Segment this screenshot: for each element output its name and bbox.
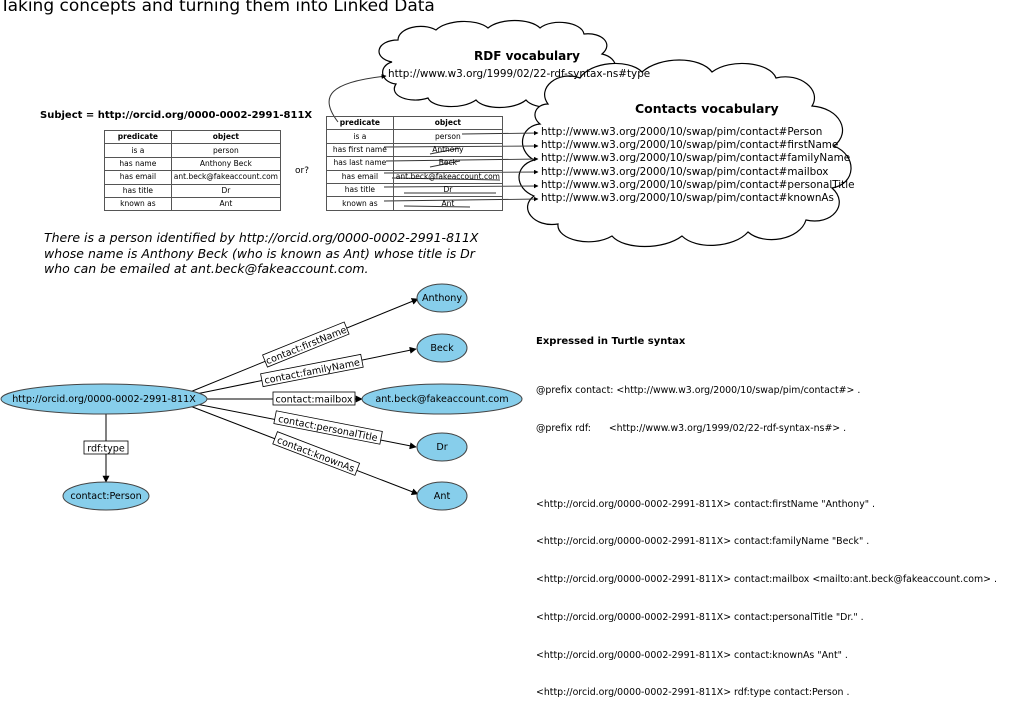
turtle-line: <http://orcid.org/0000-0002-2991-811X> c… <box>536 498 876 510</box>
turtle-line: <http://orcid.org/0000-0002-2991-811X> c… <box>536 611 864 623</box>
turtle-heading: Expressed in Turtle syntax <box>536 336 686 347</box>
rdf-type-uri: http://www.w3.org/1999/02/22-rdf-syntax-… <box>388 68 651 80</box>
subject-line: Subject = http://orcid.org/0000-0002-299… <box>40 110 313 121</box>
graph-nodes <box>0 283 523 511</box>
contact-uri-person: http://www.w3.org/2000/10/swap/pim/conta… <box>541 126 823 138</box>
edge-label-mailbox: contact:mailbox <box>275 395 352 406</box>
node-mailbox[interactable] <box>361 383 523 415</box>
or-label: or? <box>295 166 309 176</box>
cell-predicate: has last name <box>326 156 394 171</box>
cell-object: ant.beck@fakeaccount.com <box>392 169 504 184</box>
node-beck-label: Beck <box>430 343 454 354</box>
node-mailbox-label: ant.beck@fakeaccount.com <box>375 394 508 405</box>
cell-object: Anthony <box>392 142 504 158</box>
cell-predicate: has title <box>326 182 394 198</box>
node-contact-person-label: contact:Person <box>70 491 141 502</box>
contacts-uri-list: http://www.w3.org/2000/10/swap/pim/conta… <box>541 126 855 205</box>
turtle-code: @prefix contact: <http://www.w3.org/2000… <box>536 360 997 713</box>
cell-object: person <box>170 143 282 158</box>
cell-predicate: known as <box>104 196 172 212</box>
node-dr[interactable] <box>416 432 468 462</box>
cell-predicate: has name <box>104 156 172 172</box>
cell-object: ant.beck@fakeaccount.com <box>170 170 282 185</box>
turtle-line: <http://orcid.org/0000-0002-2991-811X> c… <box>536 574 997 586</box>
contacts-vocabulary-title: Contacts vocabulary <box>635 101 779 116</box>
node-contact-person[interactable] <box>62 481 150 511</box>
edge-label-rdf-type: rdf:type <box>87 444 125 455</box>
rdf-vocabulary-title: RDF vocabulary <box>474 49 580 63</box>
turtle-line: <http://orcid.org/0000-0002-2991-811X> c… <box>536 649 848 661</box>
cell-predicate: has title <box>104 183 172 198</box>
natural-language-sentence: There is a person identified by http://o… <box>44 230 479 276</box>
contact-uri-knownas: http://www.w3.org/2000/10/swap/pim/conta… <box>541 192 834 205</box>
header-predicate: predicate <box>104 129 172 145</box>
node-dr-label: Dr <box>436 442 447 453</box>
cell-object: Ant <box>170 196 282 212</box>
node-ant[interactable] <box>416 481 468 511</box>
contact-uri-mailbox: http://www.w3.org/2000/10/swap/pim/conta… <box>541 165 829 178</box>
cell-predicate: has email <box>104 170 172 185</box>
cell-object: Ant <box>392 196 504 211</box>
contact-uri-familyname: http://www.w3.org/2000/10/swap/pim/conta… <box>541 152 851 165</box>
turtle-line: <http://orcid.org/0000-0002-2991-811X> c… <box>536 536 870 548</box>
cell-object: Beck <box>392 156 504 171</box>
header-object: object <box>170 129 282 145</box>
diagram-canvas: http://orcid.org/0000-0002-2991-811X Ant… <box>0 19 852 511</box>
contact-uri-personaltitle: http://www.w3.org/2000/10/swap/pim/conta… <box>541 178 855 191</box>
cell-object: Dr <box>392 182 504 198</box>
cell-predicate: has email <box>326 169 394 184</box>
graph-node-labels: http://orcid.org/0000-0002-2991-811X Ant… <box>12 293 508 502</box>
header-object: object <box>392 115 504 131</box>
cell-predicate: is a <box>104 143 172 158</box>
subject-node[interactable] <box>0 383 208 415</box>
cell-object: Dr <box>170 183 282 198</box>
cell-predicate: has first name <box>326 142 394 158</box>
cell-object: person <box>392 129 504 144</box>
cell-object: Anthony Beck <box>170 156 282 172</box>
subject-node-label: http://orcid.org/0000-0002-2991-811X <box>12 394 196 405</box>
header-predicate: predicate <box>326 115 394 131</box>
is-a-to-rdf-arrow <box>328 73 387 123</box>
cell-predicate: known as <box>326 196 394 211</box>
edge-label-knownas: contact:knownAs <box>275 435 356 475</box>
contacts-vocabulary-cloud <box>518 59 852 248</box>
node-anthony-label: Anthony <box>422 293 462 304</box>
page-title: Taking concepts and turning them into Li… <box>0 0 435 16</box>
node-ant-label: Ant <box>434 491 451 502</box>
turtle-line: @prefix contact: <http://www.w3.org/2000… <box>536 385 861 397</box>
turtle-line: <http://orcid.org/0000-0002-2991-811X> r… <box>536 687 850 699</box>
node-beck[interactable] <box>416 333 468 363</box>
contact-uri-firstname: http://www.w3.org/2000/10/swap/pim/conta… <box>541 139 839 152</box>
node-anthony[interactable] <box>416 283 468 313</box>
turtle-line <box>536 461 997 474</box>
cell-predicate: is a <box>326 129 394 144</box>
turtle-line: @prefix rdf: <http://www.w3.org/1999/02/… <box>536 422 847 434</box>
